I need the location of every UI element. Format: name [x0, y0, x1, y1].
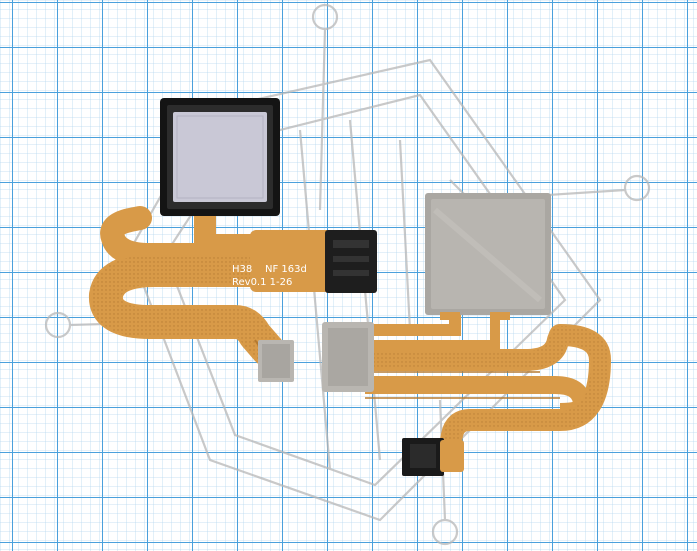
left-flex-cable — [89, 206, 362, 371]
board-connector — [325, 230, 377, 293]
silkscreen-revision: Rev0.1 1-26 — [232, 277, 293, 288]
sensor-face — [173, 112, 267, 202]
shield-can — [425, 193, 551, 320]
metal-stiffener-large — [322, 322, 374, 392]
silkscreen-model: H38 — [232, 264, 253, 275]
fingerprint-sensor — [160, 98, 280, 216]
metal-stiffener-small — [258, 340, 294, 382]
tail-connector — [402, 438, 464, 476]
silkscreen-part-code: NF 163d — [265, 264, 307, 275]
